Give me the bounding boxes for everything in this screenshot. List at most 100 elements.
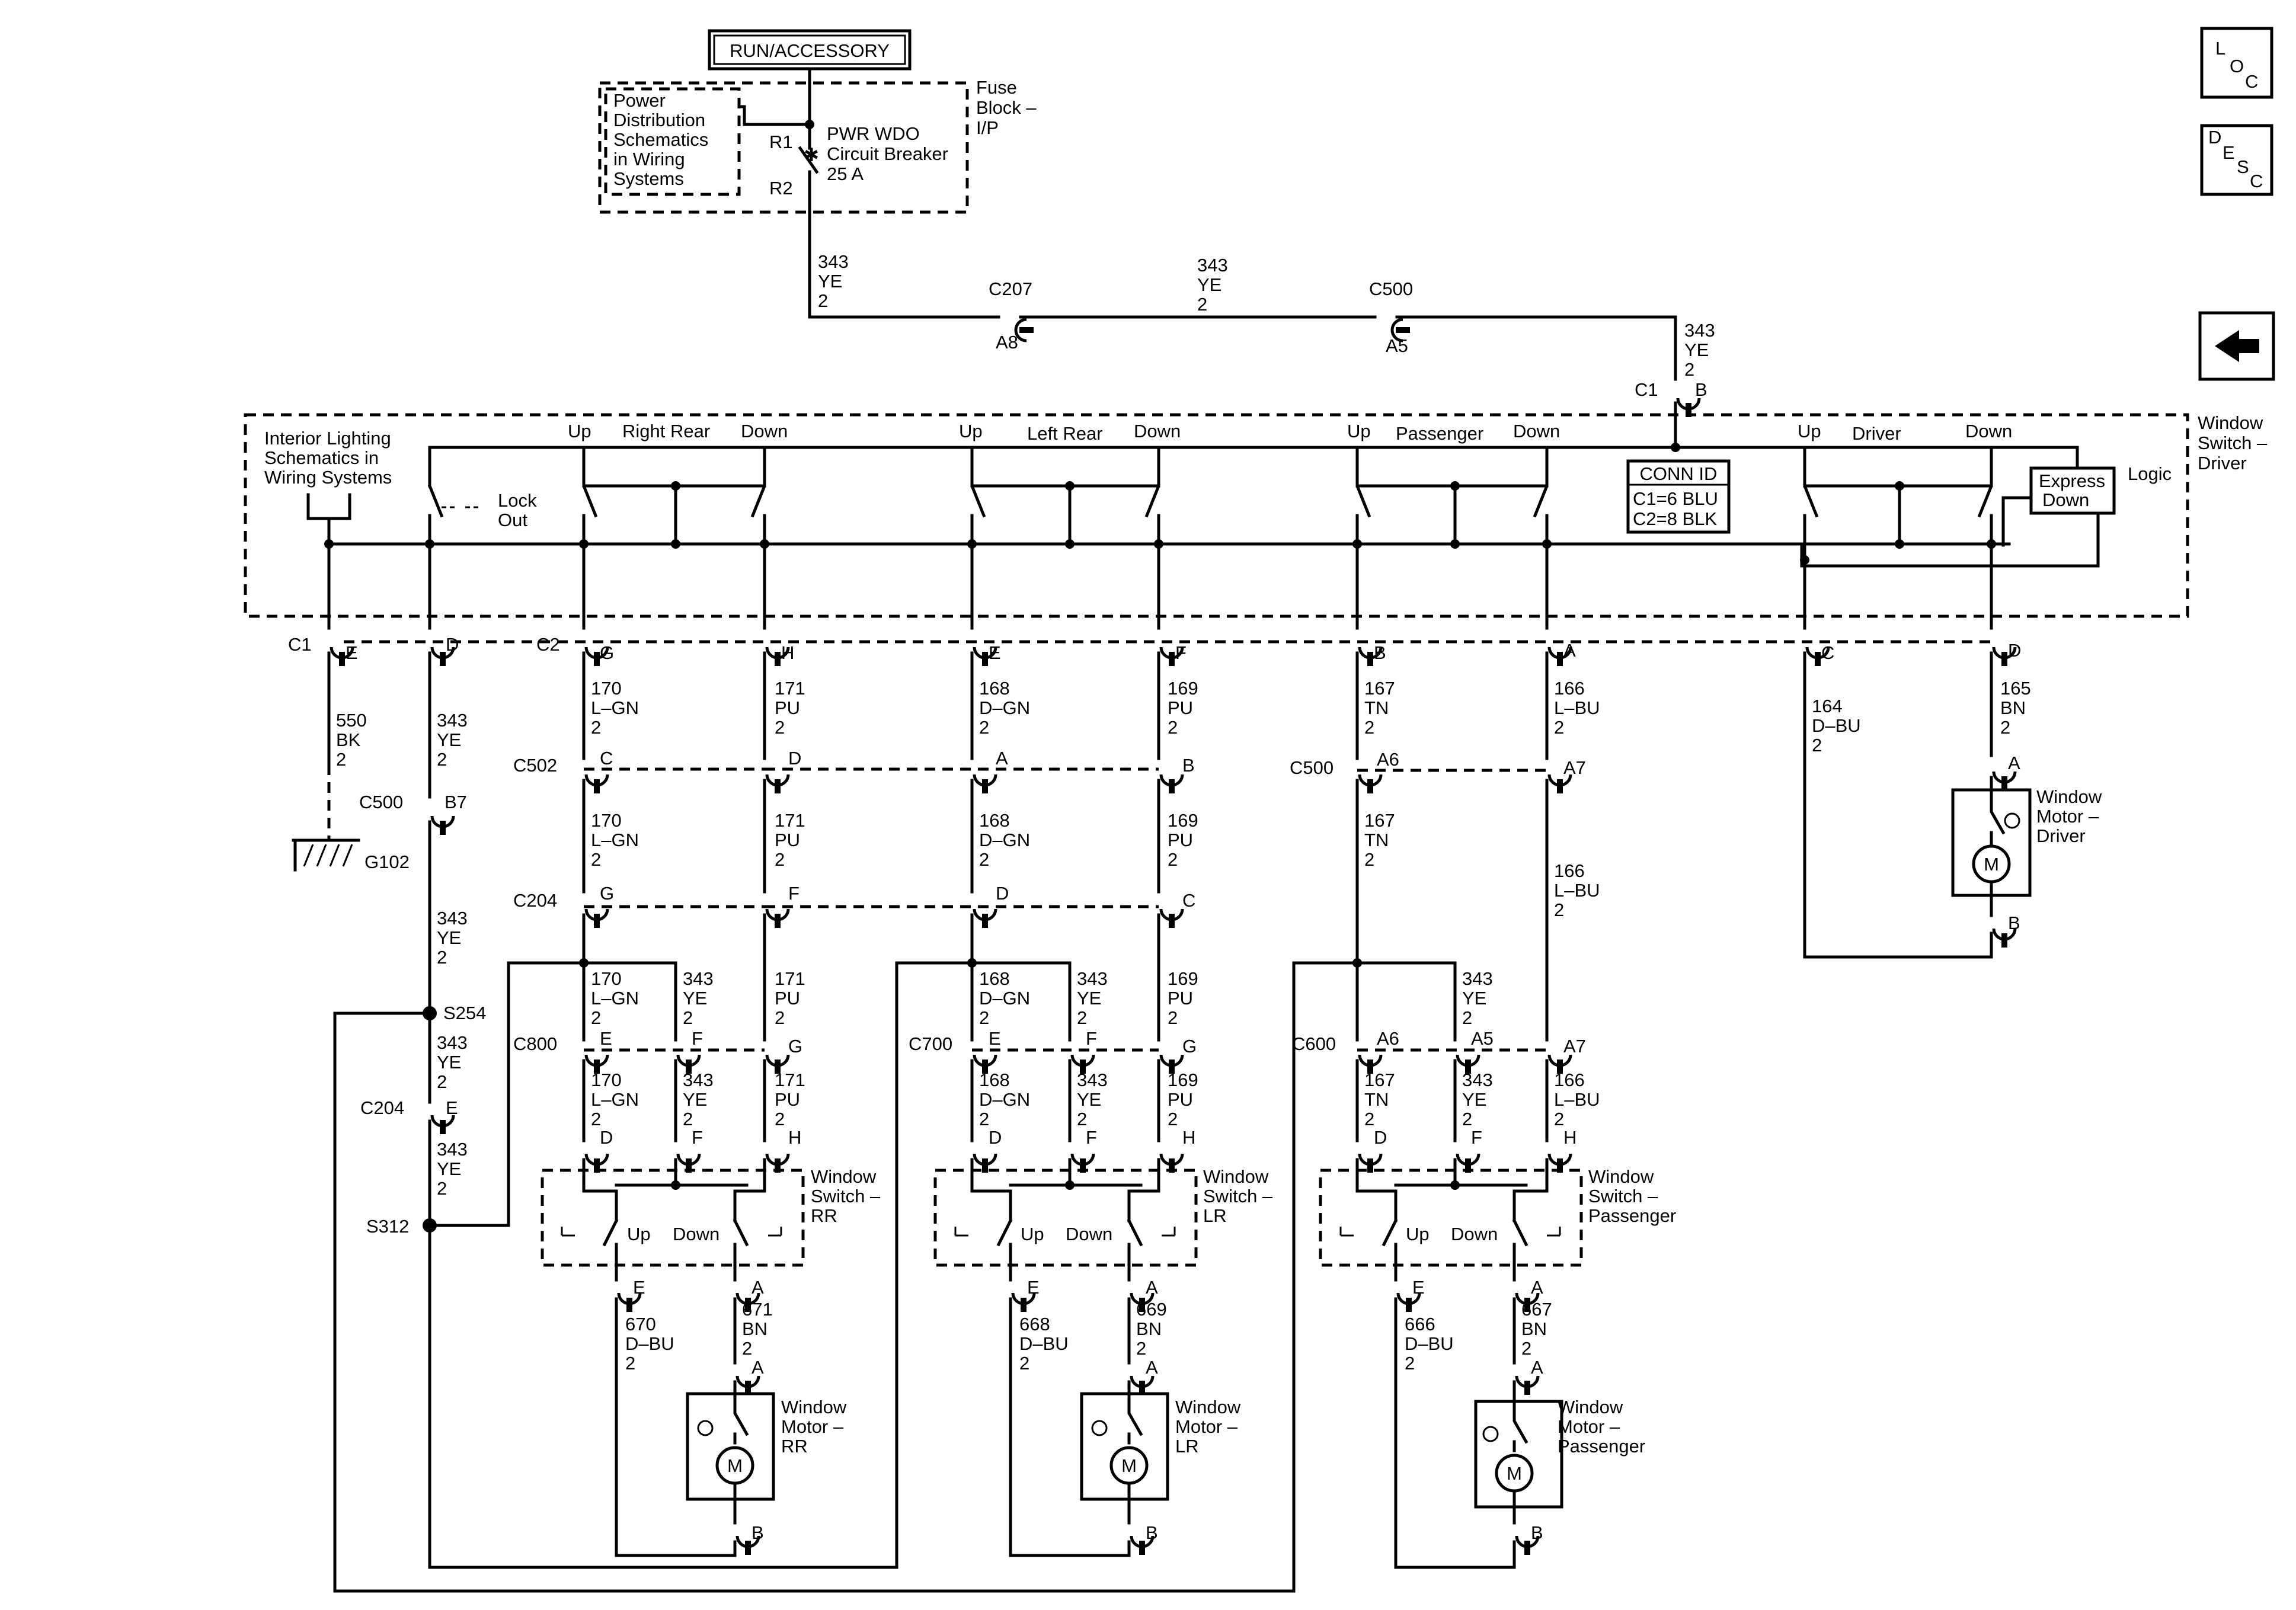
svg-text:F: F xyxy=(1471,1127,1482,1148)
svg-text:343: 343 xyxy=(1684,320,1715,341)
run-accessory-label: RUN/ACCESSORY xyxy=(708,29,912,71)
svg-text:669: 669 xyxy=(1136,1299,1167,1320)
svg-text:2: 2 xyxy=(1684,359,1694,380)
svg-text:2: 2 xyxy=(2000,717,2010,738)
svg-text:A5: A5 xyxy=(1471,1028,1494,1049)
svg-text:E: E xyxy=(633,1277,645,1298)
svg-text:2: 2 xyxy=(1364,849,1374,870)
svg-text:YE: YE xyxy=(683,988,707,1009)
svg-text:Motor –: Motor – xyxy=(1558,1416,1620,1437)
svg-text:C1: C1 xyxy=(1635,379,1658,400)
svg-text:2: 2 xyxy=(1168,717,1178,738)
svg-text:Out: Out xyxy=(498,510,527,530)
svg-text:170: 170 xyxy=(591,678,622,699)
svg-text:D: D xyxy=(996,883,1009,904)
svg-text:Up: Up xyxy=(1347,421,1371,441)
svg-text:H: H xyxy=(781,642,794,663)
svg-text:O: O xyxy=(2230,56,2244,76)
svg-text:E: E xyxy=(1027,1277,1040,1298)
svg-text:2: 2 xyxy=(437,749,447,770)
desc-button[interactable]: D E S C xyxy=(2200,124,2273,196)
svg-text:2: 2 xyxy=(775,849,785,870)
svg-text:2: 2 xyxy=(1019,1353,1029,1374)
svg-text:2: 2 xyxy=(1077,1109,1087,1129)
svg-text:Fuse: Fuse xyxy=(976,77,1017,98)
svg-text:Up: Up xyxy=(627,1224,651,1244)
svg-text:E: E xyxy=(446,1097,458,1118)
svg-text:Left Rear: Left Rear xyxy=(1027,423,1103,444)
svg-text:2: 2 xyxy=(1521,1338,1531,1359)
svg-text:C2=8 BLK: C2=8 BLK xyxy=(1633,508,1718,529)
svg-text:A: A xyxy=(996,748,1008,769)
switch-pair-passenger xyxy=(1352,446,1552,630)
svg-text:A: A xyxy=(752,1277,764,1298)
svg-text:Switch –: Switch – xyxy=(2198,433,2268,453)
svg-text:2: 2 xyxy=(1462,1109,1472,1129)
svg-text:2: 2 xyxy=(1812,735,1822,756)
svg-text:D: D xyxy=(1374,1127,1387,1148)
svg-text:BN: BN xyxy=(1136,1318,1162,1339)
svg-text:2: 2 xyxy=(979,849,989,870)
svg-text:BK: BK xyxy=(336,729,361,750)
svg-text:343: 343 xyxy=(437,908,468,929)
svg-text:C800: C800 xyxy=(513,1033,557,1054)
svg-text:171: 171 xyxy=(775,968,805,989)
svg-text:L: L xyxy=(2215,38,2225,59)
svg-text:2: 2 xyxy=(336,749,346,770)
svg-text:2: 2 xyxy=(683,1007,693,1028)
svg-text:PU: PU xyxy=(1168,697,1193,718)
svg-text:671: 671 xyxy=(742,1299,773,1320)
svg-text:2: 2 xyxy=(1168,1007,1178,1028)
svg-text:Driver: Driver xyxy=(2036,825,2086,846)
svg-text:D: D xyxy=(446,634,459,655)
svg-text:R1: R1 xyxy=(769,132,793,152)
svg-text:168: 168 xyxy=(979,810,1010,831)
svg-text:B: B xyxy=(2008,913,2020,933)
svg-text:RR: RR xyxy=(781,1436,808,1457)
svg-text:D: D xyxy=(2208,127,2221,148)
svg-text:E: E xyxy=(989,642,1001,663)
svg-text:YE: YE xyxy=(1462,1089,1486,1110)
svg-text:RR: RR xyxy=(811,1205,837,1226)
svg-text:F: F xyxy=(692,1127,703,1148)
svg-text:YE: YE xyxy=(1684,340,1709,360)
svg-text:Switch –: Switch – xyxy=(811,1186,881,1206)
svg-text:PU: PU xyxy=(1168,830,1193,850)
svg-text:B: B xyxy=(1146,1522,1158,1543)
svg-text:A: A xyxy=(752,1357,764,1378)
svg-text:B: B xyxy=(752,1522,764,1543)
svg-text:Passenger: Passenger xyxy=(1558,1436,1645,1457)
svg-text:BN: BN xyxy=(1521,1318,1547,1339)
svg-text:170: 170 xyxy=(591,810,622,831)
svg-text:G: G xyxy=(1182,1036,1197,1057)
switch-pair-left-rear xyxy=(967,446,1163,630)
svg-text:166: 166 xyxy=(1554,678,1585,699)
svg-text:A7: A7 xyxy=(1563,1036,1586,1057)
svg-text:343: 343 xyxy=(437,1139,468,1160)
svg-text:Down: Down xyxy=(2042,489,2089,510)
svg-text:170: 170 xyxy=(591,1070,622,1090)
svg-text:Window: Window xyxy=(781,1397,847,1417)
svg-text:YE: YE xyxy=(1197,274,1221,295)
svg-text:2: 2 xyxy=(437,1071,447,1092)
loc-button[interactable]: L O C xyxy=(2200,27,2273,99)
svg-text:Circuit Breaker: Circuit Breaker xyxy=(827,143,948,164)
svg-text:PU: PU xyxy=(1168,1089,1193,1110)
svg-text:Passenger: Passenger xyxy=(1396,423,1483,444)
svg-text:G: G xyxy=(600,883,614,904)
svg-text:M: M xyxy=(1984,854,1999,875)
back-arrow-icon[interactable] xyxy=(2198,311,2275,381)
svg-text:Lock: Lock xyxy=(498,490,537,511)
svg-text:D: D xyxy=(2008,640,2021,661)
svg-text:2: 2 xyxy=(1136,1338,1146,1359)
svg-text:2: 2 xyxy=(1462,1007,1472,1028)
svg-text:Up: Up xyxy=(1021,1224,1044,1244)
ground-g102: 550 BK 2 G102 xyxy=(292,651,410,872)
svg-text:2: 2 xyxy=(979,1109,989,1129)
svg-text:E: E xyxy=(346,642,358,663)
svg-text:2: 2 xyxy=(1168,849,1178,870)
svg-text:Right Rear: Right Rear xyxy=(622,421,710,441)
svg-text:167: 167 xyxy=(1364,810,1395,831)
svg-text:Motor –: Motor – xyxy=(2036,806,2099,827)
